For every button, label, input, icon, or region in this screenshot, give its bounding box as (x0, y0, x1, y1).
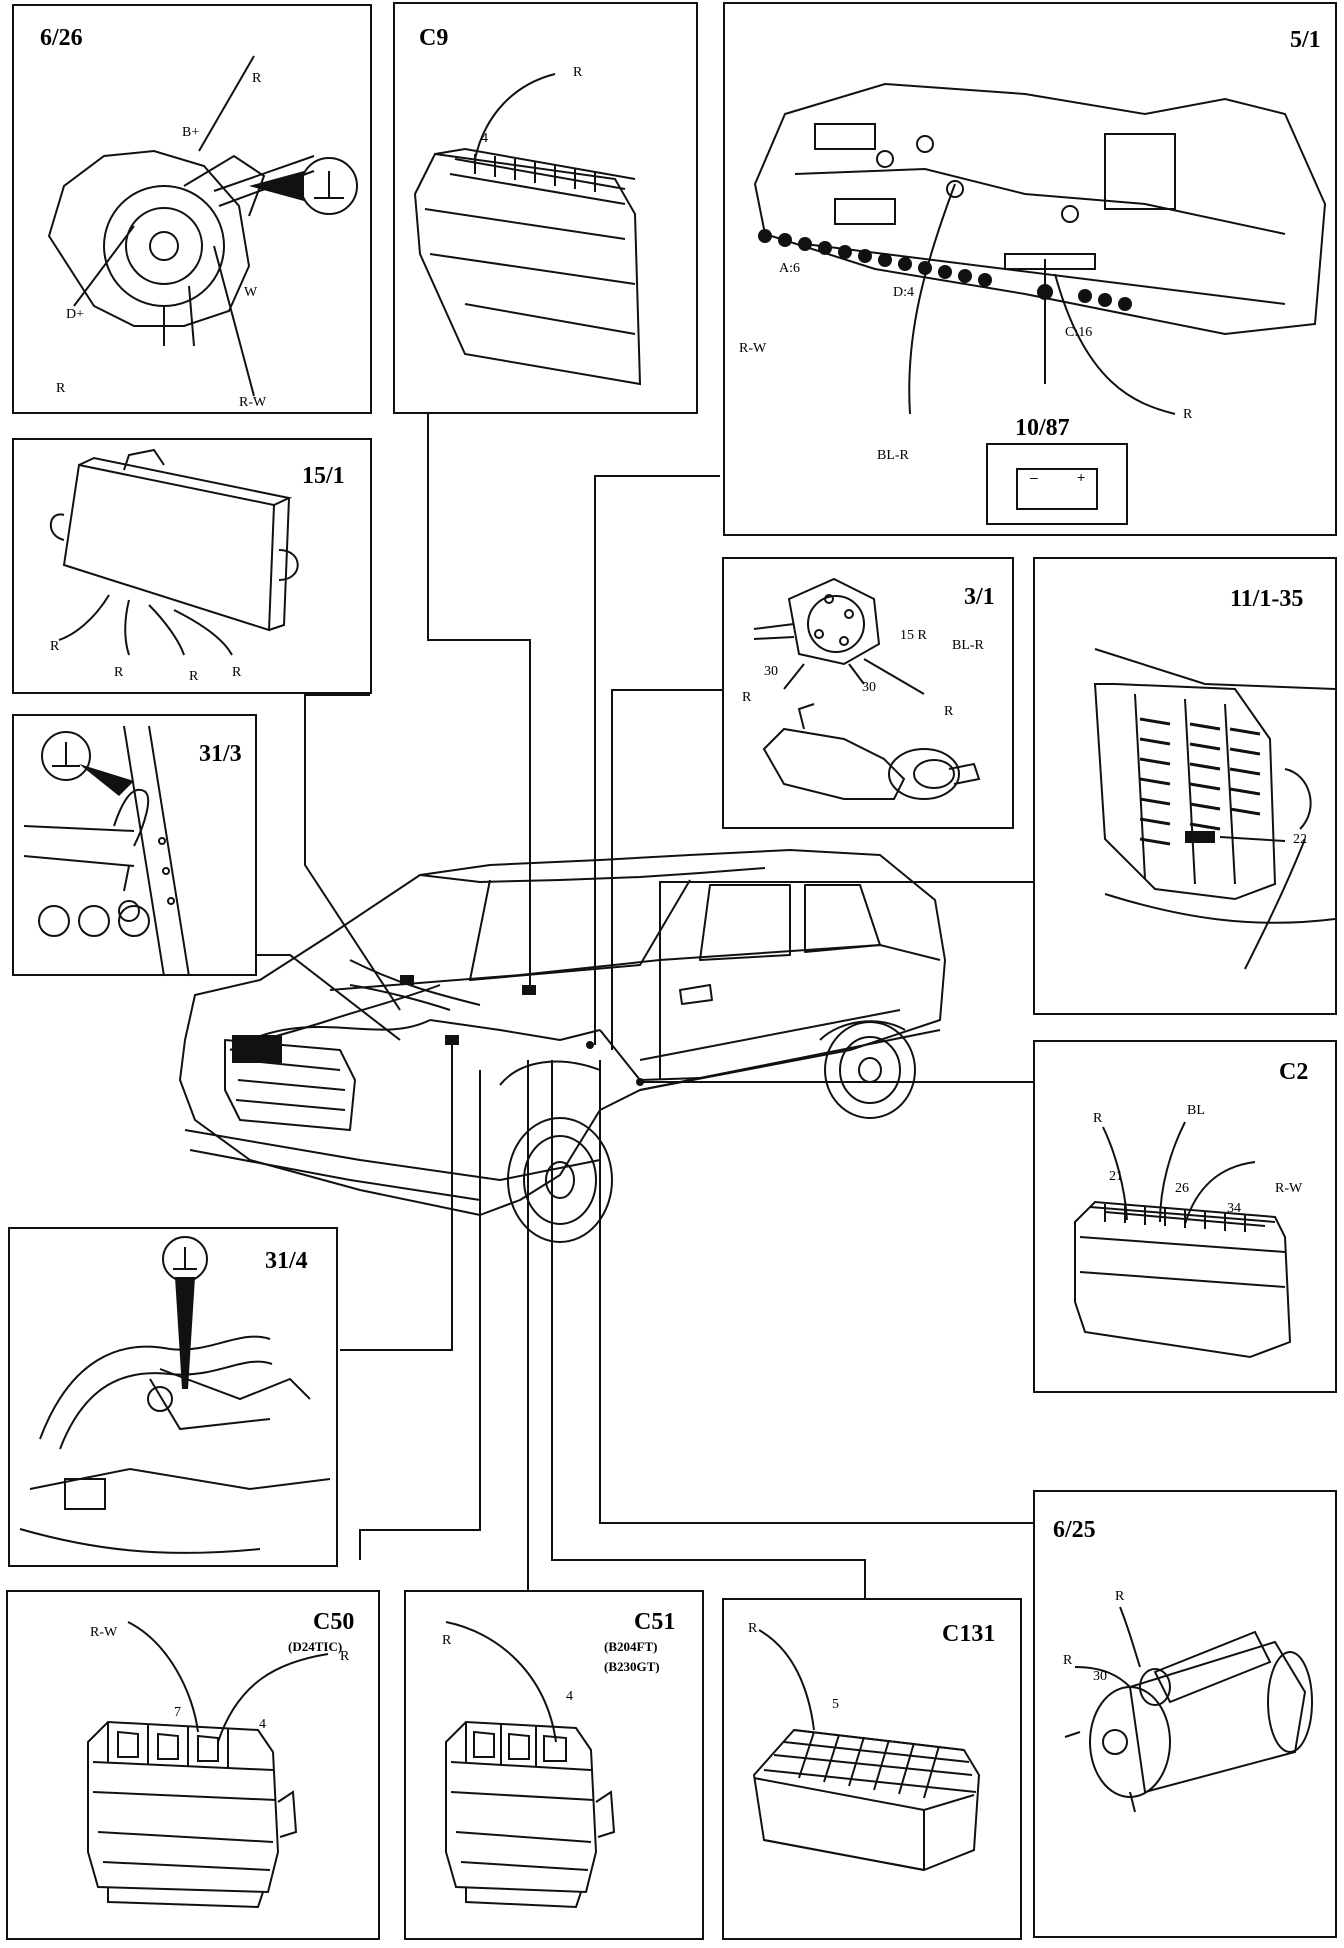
label-r-w: R-W (90, 1625, 118, 1640)
connector-c2-drawing (1035, 1042, 1339, 1395)
label-r: R (56, 381, 66, 396)
panel-title: C131 (942, 1621, 996, 1647)
panel-title: 15/1 (302, 463, 345, 489)
panel-instrument-cluster-5-1: 5/1 – + 10/87 A:6 D:4 C:16 R-W BL-R R (723, 2, 1337, 536)
label-r: R (50, 639, 60, 654)
panel-connector-c9: C9 R 4 (393, 2, 698, 414)
panel-title: C50 (313, 1609, 355, 1635)
label-r: R (1093, 1111, 1103, 1126)
panel-connector-c50: C50 (D24TIC) R-W R 7 4 (6, 1590, 380, 1940)
panel-title: 3/1 (964, 584, 995, 610)
alternator-drawing (14, 6, 374, 416)
panel-title: 11/1-35 (1230, 586, 1304, 612)
label-bl: BL (1187, 1103, 1205, 1118)
pin-5: 5 (832, 1697, 839, 1712)
connector-c9-drawing (395, 4, 700, 416)
engine-variant: (B230GT) (604, 1659, 660, 1674)
panel-module-15-1: 15/1 R R R R (12, 438, 372, 694)
label-bl-r: BL-R (952, 638, 984, 653)
label-w: W (244, 285, 258, 300)
label-bl-r: BL-R (877, 448, 909, 463)
label-r-w: R-W (1275, 1181, 1303, 1196)
label-r: R (1183, 407, 1193, 422)
label-d-plus: D+ (66, 307, 85, 322)
pin-30: 30 (1093, 1669, 1107, 1684)
panel-connector-c51: C51 (B204FT) (B230GT) R 4 (404, 1590, 704, 1940)
label-r: R (114, 665, 124, 680)
label-r: R (442, 1633, 452, 1648)
ground-point-drawing (14, 716, 259, 978)
panel-title: 6/25 (1053, 1517, 1096, 1543)
connector-c51-drawing (406, 1592, 706, 1942)
panel-title: 6/26 (40, 25, 83, 51)
fuse-number: 22 (1293, 832, 1307, 847)
panel-title: 31/3 (199, 741, 242, 767)
pin-4: 4 (566, 1689, 573, 1704)
label-a6: A:6 (779, 261, 800, 276)
label-r: R (742, 690, 752, 705)
engine-variant: (B204FT) (604, 1639, 658, 1654)
connector-c50-drawing (8, 1592, 382, 1942)
ground-point-engine-drawing (10, 1229, 340, 1569)
svg-text:+: + (1077, 469, 1085, 485)
label-30: 30 (764, 664, 778, 679)
panel-connector-c131: C131 R 5 (722, 1598, 1022, 1940)
panel-title: 31/4 (265, 1248, 308, 1274)
panel-title: 5/1 (1290, 27, 1321, 53)
label-r: R (1063, 1653, 1073, 1668)
control-module-drawing (14, 440, 374, 696)
panel-connector-c2: C2 R BL 21 26 34 R-W (1033, 1040, 1337, 1393)
svg-text:–: – (1030, 469, 1038, 485)
pin-26: 26 (1175, 1181, 1189, 1196)
label-r: R (748, 1621, 758, 1636)
label-r-w: R-W (239, 395, 267, 410)
starter-motor-drawing (1035, 1492, 1339, 1940)
label-r: R (944, 704, 954, 719)
label-r: R (340, 1649, 350, 1664)
pin-21: 21 (1109, 1169, 1123, 1184)
ignition-switch-drawing (724, 559, 1016, 831)
fuse-box-drawing (1035, 559, 1339, 1017)
engine-variant: (D24TIC) (288, 1639, 343, 1654)
battery-title: 10/87 (1015, 415, 1070, 441)
connector-c131-drawing (724, 1600, 1024, 1942)
pin-4: 4 (259, 1717, 266, 1732)
label-30: 30 (862, 680, 876, 695)
panel-title: C2 (1279, 1059, 1309, 1085)
label-r: R (232, 665, 242, 680)
pin-number: 4 (481, 131, 488, 146)
panel-title: C51 (634, 1609, 676, 1635)
panel-ground-31-3: 31/3 (12, 714, 257, 976)
label-r: R (189, 669, 199, 684)
panel-title: C9 (419, 25, 449, 51)
panel-alternator-6-26: 6/26 R B+ D+ W R R-W (12, 4, 372, 414)
label-r-w: R-W (739, 341, 767, 356)
label-c16: C:16 (1065, 325, 1093, 340)
panel-fuse-box-11-1-35: 11/1-35 22 (1033, 557, 1337, 1015)
label-15-r: 15 R (900, 628, 927, 643)
instrument-cluster-drawing: – + (725, 4, 1339, 538)
panel-ignition-switch-3-1: 3/1 15 R BL-R 30 30 R R (722, 557, 1014, 829)
pin-34: 34 (1227, 1201, 1241, 1216)
label-r: R (252, 71, 262, 86)
label-d4: D:4 (893, 285, 914, 300)
label-b-plus: B+ (182, 125, 200, 140)
label-r: R (573, 65, 583, 80)
pin-7: 7 (174, 1705, 181, 1720)
panel-starter-6-25: 6/25 R R 30 (1033, 1490, 1337, 1938)
panel-ground-31-4: 31/4 (8, 1227, 338, 1567)
label-r: R (1115, 1589, 1125, 1604)
